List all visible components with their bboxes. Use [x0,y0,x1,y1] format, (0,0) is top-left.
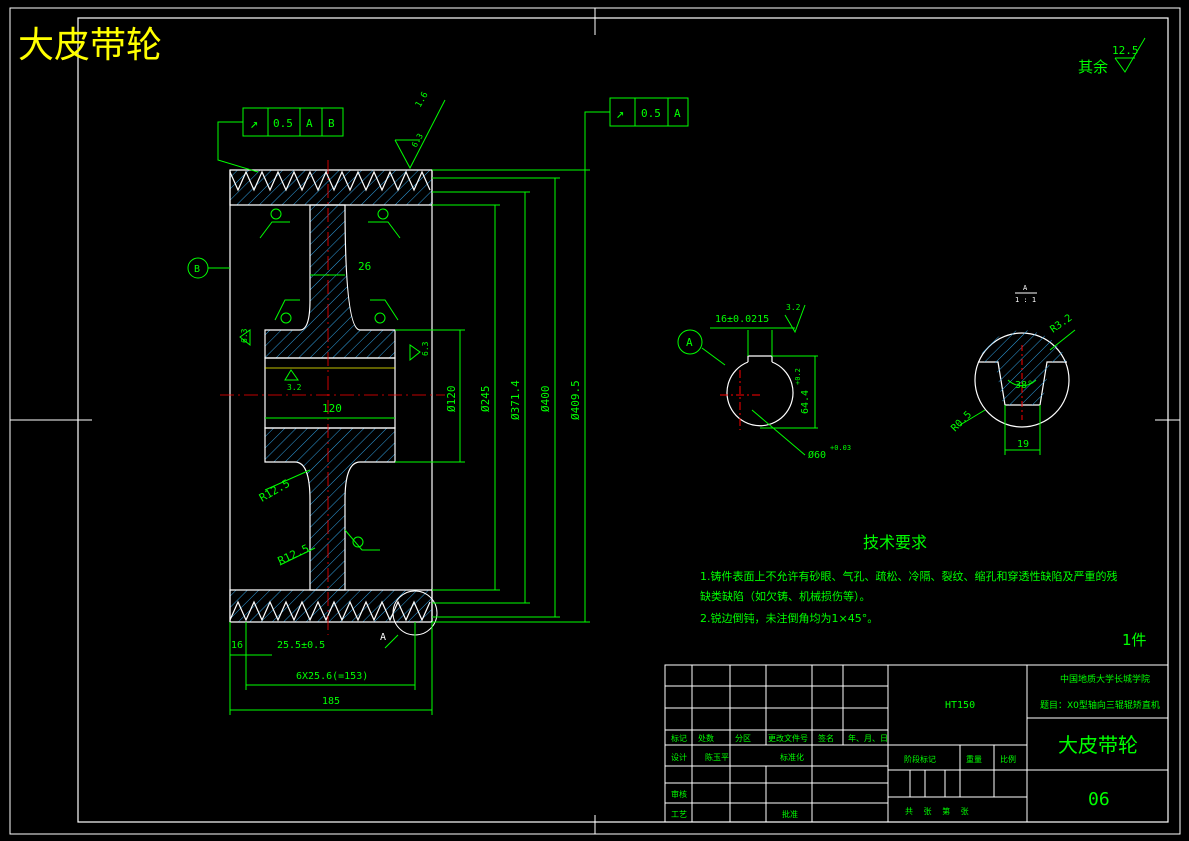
dim-key-width: 16±0.0215 [715,314,769,325]
tb-weight-label: 重量 [966,754,982,764]
tb-process-label: 工艺 [671,810,687,819]
dim-185: 185 [322,696,340,707]
roughness-ticks-section [239,208,421,551]
rough-32-bore: 3.2 [287,383,302,392]
tb-review-label: 审核 [671,789,687,799]
dim-key-depth: 64.4 [800,390,811,414]
gtol-left: ↗ 0.5 A B [217,107,344,173]
hub-end-view: A 16±0.0215 3.2 64.4 +0.2 Ø60 +0.03 [677,303,851,461]
tb-designer-name: 陈玉平 [705,752,729,762]
dim-bore-tol: +0.03 [830,444,851,452]
dim-d400: Ø400 [539,386,552,413]
tb-stage-label: 阶段标记 [904,754,936,764]
detail-scale: 1 : 1 [1015,296,1036,304]
dim-groove-r2: R0.5 [949,409,974,434]
detail-label: A [1023,284,1028,292]
dim-d245: Ø245 [479,386,492,413]
gtol-left-datum2: B [328,117,335,130]
tech-req-line3: 2.锐边倒钝，未注倒角均为1×45°。 [700,611,878,625]
tb-h-date: 年、月、日 [848,733,888,743]
detail-a-marker: A [380,632,386,643]
dim-pitch: 25.5±0.5 [277,640,325,651]
roughness-general-value: 12.5 [1112,44,1139,57]
dim-26: 26 [358,260,371,273]
gtol-right-value: 0.5 [641,107,661,120]
gtol-left-datum1: A [306,117,313,130]
svg-text:1.6: 1.6 [414,90,431,109]
rough-63-right: 6.3 [421,341,430,356]
tb-designer-label: 设计 [671,752,687,762]
rough-63-left: 6.3 [240,328,249,343]
gtol-right-datum1: A [674,107,681,120]
gtol-right-symbol: ↗ [616,106,624,122]
datum-b-marker: B [187,257,230,279]
tb-h-mark: 标记 [671,733,687,743]
tb-drawing-no: 06 [1088,789,1110,810]
tech-req-heading: 技术要求 [863,533,927,552]
bore-region [264,357,396,429]
title-block [664,664,1169,823]
dim-groove-r1: R3.2 [1048,313,1074,336]
dim-d371: Ø371.4 [509,380,522,420]
tb-sheets-label: 共 张 第 张 [905,806,973,816]
tb-part-name: 大皮带轮 [1058,733,1138,757]
groove-detail-view: A 1 : 1 38° R3.2 R0.5 19 [949,284,1076,455]
quantity: 1件 [1122,631,1147,649]
roughness-symbol-icon [1114,37,1146,73]
tb-std-label: 标准化 [780,752,804,762]
tb-material: HT150 [945,700,975,711]
dim-groove-angle: 38° [1015,380,1033,391]
tb-school: 中国地质大学长城学院 [1060,673,1150,685]
tb-scale-label: 比例 [1000,754,1016,764]
dim-120-length: 120 [322,402,342,415]
datum-a-label: A [686,336,693,349]
main-dimension-lines [229,169,590,715]
tb-project: 题目：X0型轴向三辊辊矫直机 [1040,699,1160,711]
dim-d409: Ø409.5 [569,380,582,420]
tech-req-line2: 缺类缺陷（如欠铸、机械损伤等）。 [700,589,871,603]
rough-key: 3.2 [786,303,801,312]
gtol-left-value: 0.5 [273,117,293,130]
tb-h-sign: 签名 [818,733,834,743]
roughness-general-label: 其余 [1078,58,1108,76]
upper-web-section [264,204,396,359]
tb-h-zone: 分区 [735,734,751,743]
tb-h-count: 处数 [698,733,714,743]
svg-text:6.3: 6.3 [410,132,425,149]
roughness-marks-top: 1.6 6.3 [394,90,446,170]
gtol-right: ↗ 0.5 A [584,97,689,170]
dim-r-lower: R12.5 [276,542,312,568]
dim-groove-total: 6X25.6(=153) [296,671,368,682]
tb-approve-label: 批准 [782,809,798,819]
lower-grooves [229,600,431,622]
dim-r-upper: R12.5 [257,477,292,505]
tb-h-doc: 更改文件号 [768,733,808,743]
dim-d120: Ø120 [445,386,458,413]
dim-16: 16 [231,640,243,651]
dim-bore-dia: Ø60 [808,449,826,461]
datum-b-label: B [194,264,200,275]
tech-req-line1: 1.铸件表面上不允许有砂眼、气孔、疏松、冷隔、裂纹、缩孔和穿透性缺陷及严重的残 [700,569,1118,583]
dim-key-depth-tol: +0.2 [794,368,802,385]
pulley-section-view [220,160,445,636]
gtol-left-symbol: ↗ [250,116,258,132]
drawing-title: 大皮带轮 [18,25,162,66]
upper-grooves [229,170,431,192]
dim-groove-width: 19 [1017,439,1029,450]
